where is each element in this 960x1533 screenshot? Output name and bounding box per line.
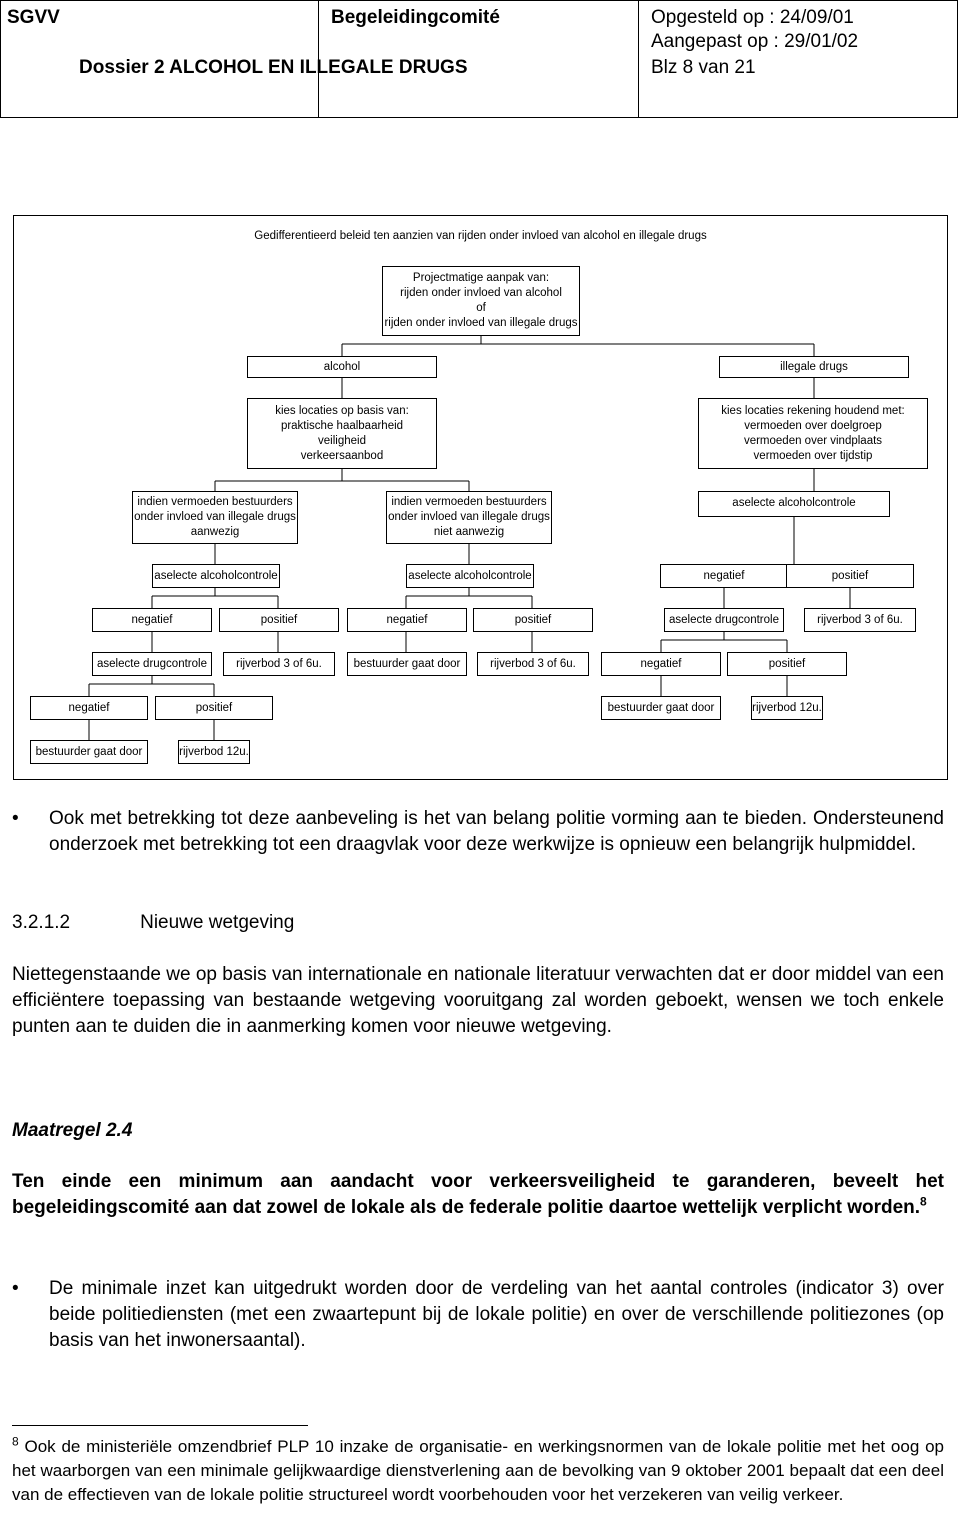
present-ban-6-node: rijverbod 3 of 6u. (223, 652, 335, 676)
alcohol-locations-line-2: praktische haalbaarheid (280, 419, 404, 432)
footnote: 8 Ook de ministeriële omzendbrief PLP 10… (12, 1435, 944, 1507)
present-driver-continues-node: bestuurder gaat door (30, 740, 148, 764)
root-node: Projectmatige aanpak van: rijden onder i… (382, 266, 580, 336)
present-positive-node: positief (219, 608, 339, 632)
dossier-title: Dossier 2 ALCOHOL EN ILLEGALE DRUGS (79, 57, 468, 78)
created-date: Opgesteld op : 24/09/01 (651, 7, 854, 28)
bullet-marker-1: • (12, 808, 19, 829)
present-drug-positive-node: positief (155, 696, 273, 720)
alcohol-node: alcohol (247, 356, 437, 378)
suspect-absent-line-3: niet aanwezig (433, 526, 505, 538)
org-name: SGVV (7, 7, 60, 28)
committee-name: Begeleidingcomité (331, 7, 500, 28)
absent-ban-6-node: rijverbod 3 of 6u. (477, 652, 589, 676)
connector-lines (88, 336, 851, 740)
alcohol-locations-line-4: verkeersaanbod (300, 449, 384, 462)
page-number: Blz 8 van 21 (651, 57, 756, 78)
flow-diagram: Gedifferentieerd beleid ten aanzien van … (13, 215, 948, 780)
diagram-title: Gedifferentieerd beleid ten aanzien van … (254, 230, 707, 242)
footnote-reference: 8 (920, 1194, 927, 1209)
root-line-2: rijden onder invloed van alcohol (400, 287, 562, 299)
drugs-driver-continues-node: bestuurder gaat door (601, 696, 721, 720)
body-paragraph: Niettegenstaande we op basis van interna… (12, 964, 944, 1037)
present-negative-node: negatief (92, 608, 212, 632)
drugs-node: illegale drugs (719, 356, 909, 378)
alcohol-locations-line-1: kies locaties op basis van: (275, 404, 409, 417)
root-line-3: of (476, 302, 486, 314)
absent-driver-continues-node: bestuurder gaat door (347, 652, 467, 676)
drugs-random-alcohol-node: aselecte alcoholcontrole (698, 491, 890, 517)
present-random-alcohol-node: aselecte alcoholcontrole (152, 564, 280, 588)
present-ban-12-node: rijverbod 12u. (178, 740, 250, 764)
footnote-number: 8 (12, 1434, 19, 1449)
drug-test-positive-node: positief (727, 652, 847, 676)
drugs-locations-line-3: vermoeden over vindplaats (743, 434, 883, 447)
suspect-present-line-1: indien vermoeden bestuurders (137, 496, 293, 508)
section-heading: 3.2.1.2 Nieuwe wetgeving (12, 910, 944, 936)
bullet-text-1: Ook met betrekking tot deze aanbeveling … (49, 808, 944, 855)
modified-date: Aangepast op : 29/01/02 (651, 31, 859, 52)
footnote-text: Ook de ministeriële omzendbrief PLP 10 i… (12, 1437, 944, 1504)
header-cell-right: Opgesteld op : 24/09/01 Aangepast op : 2… (639, 1, 957, 117)
bullet-text-2: De minimale inzet kan uitgedrukt worden … (49, 1278, 944, 1351)
present-drug-negative-node: negatief (30, 696, 148, 720)
footnote-separator (12, 1425, 308, 1426)
suspect-absent-line-1: indien vermoeden bestuurders (391, 496, 547, 508)
drugs-locations-line-2: vermoeden over doelgroep (744, 419, 882, 432)
section-title: Nieuwe wetgeving (140, 912, 295, 933)
drugs-ban-12-node: rijverbod 12u. (751, 696, 823, 720)
suspect-absent-line-2: onder invloed van illegale drugs (388, 511, 550, 523)
alcohol-locations-line-3: veiligheid (318, 434, 366, 447)
drugs-locations-line-4: vermoeden over tijdstip (753, 449, 873, 462)
suspect-present-line-3: aanwezig (190, 526, 240, 538)
measure-title: Maatregel 2.4 (12, 1120, 133, 1141)
section-number: 3.2.1.2 (12, 912, 71, 933)
suspect-absent-node: indien vermoeden bestuurders onder invlo… (386, 491, 552, 544)
absent-random-alcohol-node: aselecte alcoholcontrole (406, 564, 534, 588)
absent-positive-node: positief (473, 608, 593, 632)
absent-negative-node: negatief (347, 608, 467, 632)
measure-text-block: Ten einde een minimum aan aandacht voor … (12, 1169, 944, 1221)
root-line-4: rijden onder invloed van illegale drugs (384, 317, 578, 329)
drugs-ban-6-node: rijverbod 3 of 6u. (804, 608, 916, 632)
drugs-positive-node: positief (786, 564, 914, 588)
bullet-marker-2: • (12, 1278, 19, 1299)
suspect-present-node: indien vermoeden bestuurders onder invlo… (132, 491, 298, 544)
header-cell-left: SGVV Dossier 2 ALCOHOL EN ILLEGALE DRUGS (1, 1, 468, 117)
present-random-drug-node: aselecte drugcontrole (92, 652, 212, 676)
root-line-1: Projectmatige aanpak van: (412, 272, 550, 284)
header-cell-middle: Begeleidingcomité (319, 1, 639, 117)
drug-test-negative-node: negatief (601, 652, 721, 676)
page-header: SGVV Dossier 2 ALCOHOL EN ILLEGALE DRUGS… (0, 0, 958, 118)
alcohol-locations-node: kies locaties op basis van: praktische h… (247, 398, 437, 469)
drugs-locations-node: kies locaties rekening houdend met: verm… (698, 398, 928, 469)
drugs-random-drug-node: aselecte drugcontrole (664, 608, 784, 632)
measure-text: Ten einde een minimum aan aandacht voor … (12, 1171, 944, 1218)
drugs-locations-line-1: kies locaties rekening houdend met: (721, 404, 905, 417)
suspect-present-line-2: onder invloed van illegale drugs (134, 511, 296, 523)
drugs-negative-node: negatief (660, 564, 788, 588)
